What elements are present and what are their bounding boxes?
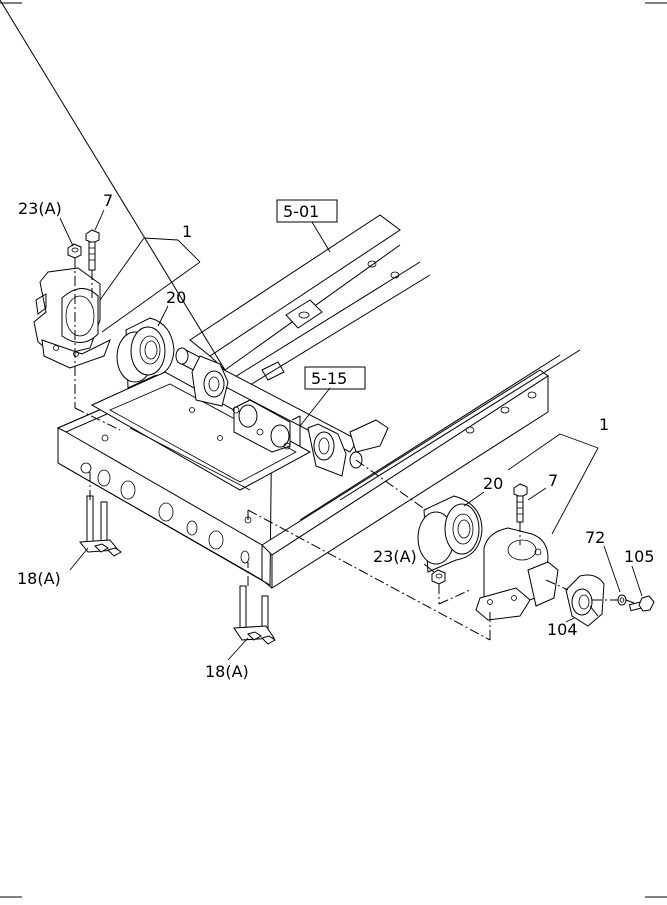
crossmember-frame — [56, 349, 581, 589]
nut-23a-top — [67, 243, 82, 259]
assembly-centerlines — [74, 258, 635, 641]
mount-bracket-left — [33, 267, 111, 369]
label-20-top: 20 — [166, 288, 186, 307]
label-104: 104 — [547, 620, 578, 639]
bushing-20-right — [417, 495, 483, 573]
shaft-assembly-5-15 — [175, 347, 389, 477]
bolt-18a-bottom — [233, 585, 276, 645]
bushing-20-top — [116, 317, 175, 389]
label-7-top: 7 — [103, 191, 113, 210]
mount-bracket-right — [475, 527, 559, 621]
label-5-15: 5-15 — [311, 369, 347, 388]
label-105: 105 — [624, 547, 655, 566]
bolt-18a-left — [79, 495, 122, 557]
bolt-7-right — [513, 483, 528, 523]
label-18a-left: 18(A) — [17, 569, 61, 588]
label-23a-top: 23(A) — [18, 199, 62, 218]
label-18a-bottom: 18(A) — [205, 662, 249, 681]
side-member-5-01 — [0, 0, 431, 386]
end-cap-104 — [565, 574, 605, 627]
ref-box-5-01 — [276, 199, 338, 223]
label-23a-right: 23(A) — [373, 547, 417, 566]
leader-lines — [59, 209, 643, 661]
label-5-01: 5-01 — [283, 202, 319, 221]
ref-box-5-15 — [304, 366, 366, 390]
label-20-right: 20 — [483, 474, 503, 493]
bolt-105 — [628, 595, 655, 612]
bolt-7-top — [85, 229, 100, 271]
label-1-top: 1 — [182, 222, 192, 241]
label-1-right: 1 — [599, 415, 609, 434]
label-72: 72 — [585, 528, 605, 547]
part-labels: 23(A) 7 1 20 5-01 5-15 1 20 7 72 105 23(… — [17, 191, 655, 681]
label-7-right: 7 — [548, 471, 558, 490]
nut-23a-right — [431, 569, 446, 585]
washer-72 — [617, 594, 627, 606]
